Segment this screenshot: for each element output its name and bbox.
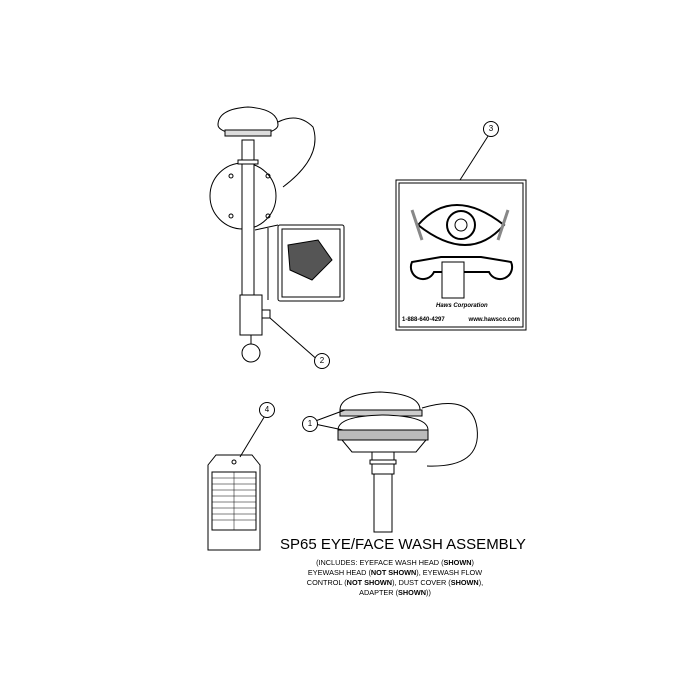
sign-logo: Haws Corporation <box>436 303 488 310</box>
callout-4: 4 <box>259 402 275 418</box>
wall-mount-assembly <box>209 106 316 363</box>
assembly-description: (INCLUDES: EYEFACE WASH HEAD (SHOWN) EYE… <box>306 558 484 597</box>
callout-2: 2 <box>314 353 330 369</box>
callout-1: 1 <box>302 416 318 432</box>
eyeface-wash-head <box>337 391 478 533</box>
sign-website: www.hawsco.com <box>468 317 520 324</box>
callout-3: 3 <box>483 121 499 137</box>
small-wall-sign <box>277 224 345 302</box>
assembly-title: SP65 EYE/FACE WASH ASSEMBLY <box>280 536 526 553</box>
dust-cover-tag <box>207 454 261 551</box>
sign-phone: 1-888-640-4297 <box>402 317 445 324</box>
